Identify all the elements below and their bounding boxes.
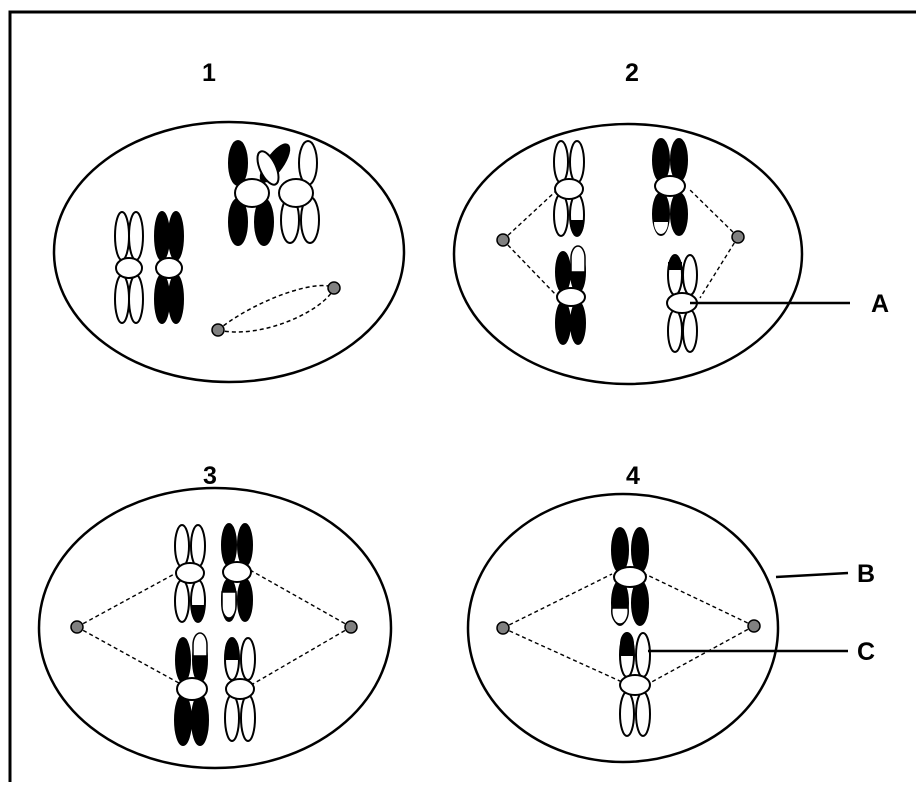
panel-number-2: 2 xyxy=(625,59,639,87)
chromatid-c xyxy=(619,691,635,737)
label-a: A xyxy=(871,290,889,318)
spindle-fibers xyxy=(76,569,352,689)
chromosome-pair xyxy=(555,245,586,345)
figure-frame xyxy=(8,10,916,782)
centriole xyxy=(731,230,745,244)
panel-number-3: 3 xyxy=(203,462,217,490)
centrosome-pair xyxy=(211,281,341,337)
centriole xyxy=(496,621,510,635)
centriole xyxy=(747,619,761,633)
panel-number-1: 1 xyxy=(202,59,216,87)
centriole xyxy=(70,620,84,634)
label-b: B xyxy=(857,560,875,588)
spindle-fibers xyxy=(502,187,739,299)
centriole xyxy=(344,620,358,634)
label-b-pointer xyxy=(775,571,849,579)
chromosome-pair xyxy=(224,637,256,742)
chromosome-black xyxy=(154,211,184,324)
cell-1 xyxy=(52,120,406,384)
chromosome-pair xyxy=(619,632,651,737)
centriole xyxy=(496,233,510,247)
chromosome-pair xyxy=(553,140,585,237)
cell-membrane xyxy=(452,122,804,386)
panel-number-4: 4 xyxy=(626,462,640,490)
chromosome-pair xyxy=(174,524,206,623)
label-c: C xyxy=(857,638,875,666)
centriole xyxy=(327,281,341,295)
spindle-fibers xyxy=(502,573,755,685)
chromosome-pair xyxy=(174,632,209,746)
cell-4: B C xyxy=(466,492,875,764)
tetrad-crossing-over xyxy=(228,140,320,246)
chromosome-pair xyxy=(652,138,688,236)
chromosome-pair xyxy=(611,527,649,626)
centriole xyxy=(211,323,225,337)
cell-membrane-b xyxy=(466,492,780,764)
cell-3 xyxy=(37,486,393,770)
chromosome-pair xyxy=(221,523,253,622)
chromosome-white xyxy=(114,211,144,324)
cell-2: A xyxy=(452,122,889,386)
cell-membrane xyxy=(37,486,393,770)
chromosome-pair xyxy=(666,254,698,353)
